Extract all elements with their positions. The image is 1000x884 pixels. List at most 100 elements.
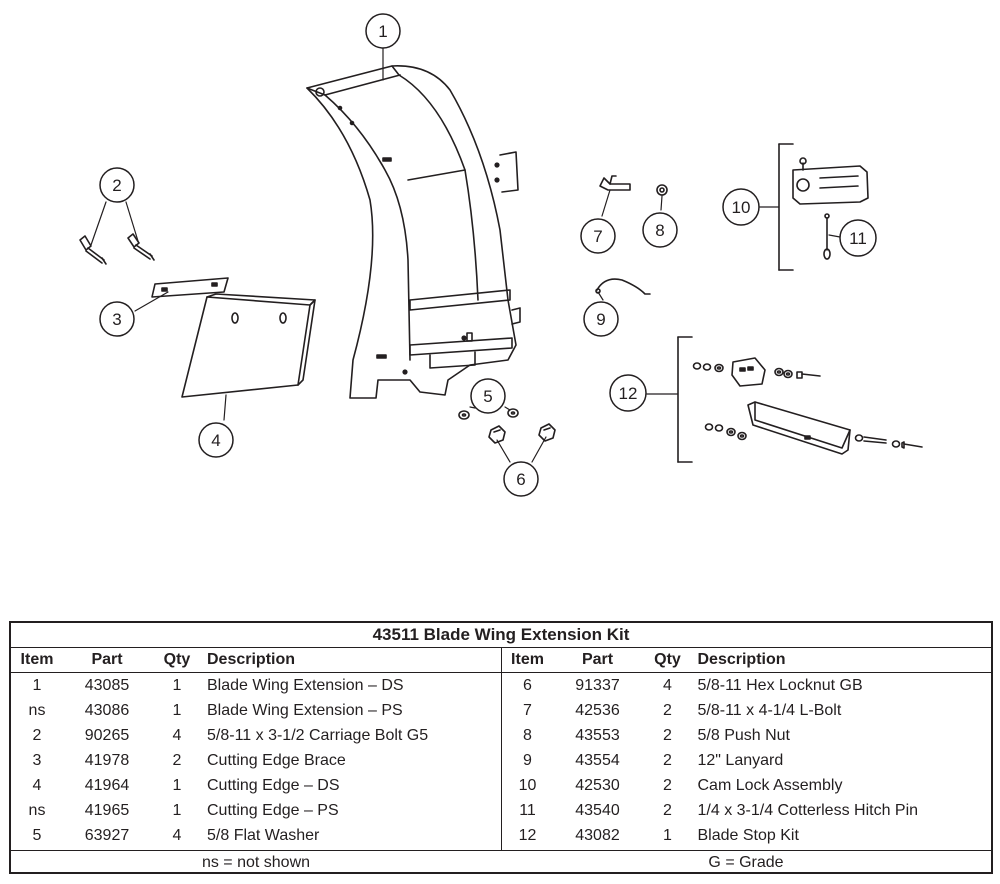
row-description: Blade Stop Kit: [697, 827, 799, 844]
blade-wing-extension-drawing: [306, 65, 521, 399]
header-qty: Qty: [163, 651, 191, 668]
callout-5: 5: [470, 378, 506, 414]
svg-text:2: 2: [112, 176, 121, 195]
row-item: ns: [28, 802, 46, 819]
callout-8: 8: [642, 212, 678, 248]
row-description: Blade Wing Extension – PS: [207, 702, 403, 719]
left-header-row: Item Part Qty Description: [11, 648, 501, 673]
row-qty: 2: [663, 802, 672, 819]
callouts: 1 2 3 4 5 6 7 8: [99, 13, 877, 497]
row-description: Blade Wing Extension – DS: [207, 677, 404, 694]
lanyard-drawing: [595, 278, 651, 295]
flat-washer-drawing: [458, 408, 519, 420]
row-qty: 1: [172, 677, 182, 694]
row-item: 9: [523, 752, 532, 769]
footer-note-ns: ns = not shown: [201, 854, 311, 871]
row-part: 43082: [575, 827, 620, 844]
callout-11: 11: [839, 219, 877, 257]
row-part: 43554: [575, 752, 620, 769]
row-qty: 1: [172, 702, 182, 719]
callout-12: 12: [609, 374, 647, 412]
row-qty: 1: [172, 777, 182, 794]
row-description: 12" Lanyard: [697, 752, 784, 769]
header-item: Item: [20, 651, 54, 668]
table-title: 43511 Blade Wing Extension Kit: [11, 623, 991, 648]
table-row: 10 42530 2 Cam Lock Assembly: [502, 773, 992, 798]
table-row: 1 43085 1 Blade Wing Extension – DS: [11, 673, 501, 698]
svg-text:6: 6: [516, 470, 525, 489]
row-description: Cam Lock Assembly: [697, 777, 843, 794]
table-row: 4 41964 1 Cutting Edge – DS: [11, 773, 501, 798]
l-bolt-drawing: [599, 175, 631, 191]
cutting-edge-drawing: [181, 293, 316, 398]
row-qty: 2: [663, 702, 672, 719]
table-row: ns 41965 1 Cutting Edge – PS: [11, 798, 501, 823]
svg-text:5: 5: [483, 387, 492, 406]
table-row: 11 43540 2 1/4 x 3-1/4 Cotterless Hitch …: [502, 798, 992, 823]
svg-text:8: 8: [655, 221, 664, 240]
header-qty: Qty: [654, 651, 681, 668]
row-part: 41978: [84, 752, 130, 769]
row-item: 6: [523, 677, 532, 694]
row-qty: 1: [663, 827, 672, 844]
callout-4: 4: [198, 422, 234, 458]
table-row: 3 41978 2 Cutting Edge Brace: [11, 748, 501, 773]
row-description: Cutting Edge – PS: [207, 802, 339, 819]
row-description: 5/8 Push Nut: [697, 727, 791, 744]
svg-text:9: 9: [596, 310, 605, 329]
carriage-bolt-drawing: [79, 233, 155, 265]
row-part: 90265: [84, 727, 130, 744]
row-item: 4: [32, 777, 42, 794]
row-qty: 4: [663, 677, 672, 694]
row-description: Cutting Edge – DS: [207, 777, 340, 794]
cutting-edge-brace-drawing: [151, 277, 229, 298]
right-column: Item Part Qty Description 6 91337 4 5/8-…: [501, 648, 992, 850]
svg-text:3: 3: [112, 310, 121, 329]
callout-2: 2: [99, 167, 135, 203]
cam-lock-assembly-drawing: [778, 143, 869, 271]
svg-text:12: 12: [619, 384, 638, 403]
header-description: Description: [207, 651, 296, 668]
row-part: 42530: [575, 777, 620, 794]
row-item: 1: [32, 677, 42, 694]
row-part: 43540: [575, 802, 620, 819]
row-item: ns: [28, 702, 46, 719]
svg-text:7: 7: [593, 227, 602, 246]
callout-6: 6: [503, 461, 539, 497]
table-row: 8 43553 2 5/8 Push Nut: [502, 723, 992, 748]
row-qty: 1: [172, 802, 182, 819]
table-row: 2 90265 4 5/8-11 x 3-1/2 Carriage Bolt G…: [11, 723, 501, 748]
header-description: Description: [697, 651, 786, 668]
row-description: 5/8-11 x 3-1/2 Carriage Bolt G5: [207, 727, 429, 744]
left-column: Item Part Qty Description 1 43085 1 Blad…: [11, 648, 502, 850]
row-item: 12: [518, 827, 537, 844]
callout-1: 1: [365, 13, 401, 49]
row-part: 41964: [84, 777, 130, 794]
row-part: 42536: [575, 702, 620, 719]
row-description: 5/8-11 x 4-1/4 L-Bolt: [697, 702, 842, 719]
footer-note-grade: G = Grade: [708, 854, 784, 871]
row-description: Cutting Edge Brace: [207, 752, 346, 769]
row-part: 43553: [575, 727, 620, 744]
row-item: 3: [32, 752, 42, 769]
row-qty: 4: [172, 827, 182, 844]
header-part: Part: [581, 651, 614, 668]
row-description: 5/8 Flat Washer: [207, 827, 320, 844]
push-nut-drawing: [656, 184, 668, 196]
leader-lines: [90, 46, 841, 463]
svg-text:4: 4: [211, 431, 220, 450]
row-description: 5/8-11 Hex Locknut GB: [697, 677, 863, 694]
hitch-pin-drawing: [823, 213, 831, 260]
row-qty: 2: [663, 727, 672, 744]
table-row: ns 43086 1 Blade Wing Extension – PS: [11, 698, 501, 723]
right-header-row: Item Part Qty Description: [501, 648, 991, 673]
svg-text:11: 11: [849, 229, 867, 248]
svg-text:1: 1: [378, 22, 387, 41]
row-item: 8: [523, 727, 532, 744]
parts-table: 43511 Blade Wing Extension Kit Item Part…: [9, 621, 993, 874]
header-item: Item: [511, 651, 544, 668]
row-part: 91337: [575, 677, 620, 694]
table-row: 6 91337 4 5/8-11 Hex Locknut GB: [502, 673, 992, 698]
row-item: 5: [32, 827, 42, 844]
row-description: 1/4 x 3-1/4 Cotterless Hitch Pin: [697, 802, 919, 819]
